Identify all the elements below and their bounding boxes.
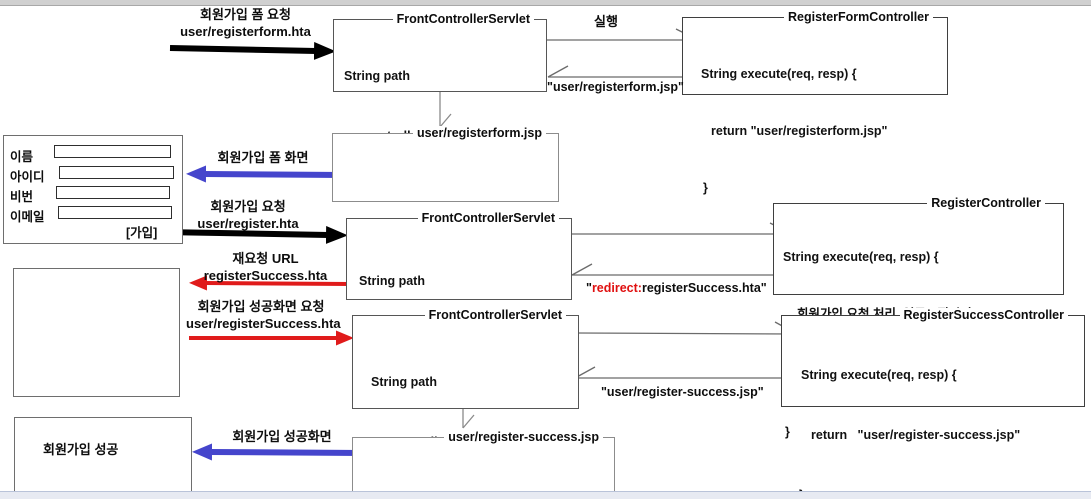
registercontroller-box: RegisterController String execute(req, r… — [773, 196, 1064, 439]
return-arrowhead-fcs2 — [571, 263, 593, 276]
registerform-jsp-box: user/registerform.jsp — [332, 126, 559, 202]
browser-form-window: 이름 아이디 비번 이메일 [가입] — [3, 135, 183, 244]
id-input[interactable] — [59, 166, 174, 179]
code-line: String path — [359, 274, 425, 288]
return-arrowhead-fcs1 — [547, 65, 569, 78]
label-redirect-url: 재요청 URL registerSuccess.hta — [198, 250, 333, 284]
label-line: 회원가입 폼 요청 — [200, 7, 291, 22]
arrow-register-request — [161, 225, 348, 244]
register-success-jsp-box: user/register-success.jsp — [352, 430, 615, 492]
label-return-redirect: "redirect:registerSuccess.hta" — [586, 280, 767, 297]
code-line: String path — [344, 69, 410, 83]
bottom-scrollbar[interactable] — [0, 491, 1091, 499]
box-title-fcs2: FrontControllerServlet — [417, 211, 559, 225]
call-line-fcs3-rsc — [576, 332, 798, 335]
join-button[interactable]: [가입] — [126, 226, 158, 240]
code-line: } — [703, 181, 708, 195]
arrow-redirect-url — [189, 275, 351, 291]
success-message: 회원가입 성공 — [43, 442, 119, 457]
arrow-form-request — [169, 41, 336, 60]
label-success-screen: 회원가입 성공화면 — [232, 429, 332, 444]
label-exec: 실행 — [594, 14, 618, 29]
code-line: String path — [371, 375, 437, 389]
frontcontrollerservlet-box-2: FrontControllerServlet String path = con… — [346, 211, 572, 348]
code-line: return "user/register-success.jsp" — [811, 428, 1021, 442]
label-return-success-jsp: "user/register-success.jsp" — [601, 385, 764, 399]
label-part: " — [586, 281, 592, 295]
box-title-rc: RegisterController — [927, 196, 1045, 210]
registerformcontroller-box: RegisterFormController String execute(re… — [682, 10, 948, 195]
forward-arrowhead-jsp1 — [439, 113, 452, 128]
label-line: user/registerSuccess.hta — [186, 316, 341, 331]
label-line: 회원가입 요청 — [210, 199, 286, 214]
field-label-email: 이메일 — [10, 210, 45, 224]
frontcontrollerservlet-box-3: FrontControllerServlet String path = con… — [352, 308, 579, 449]
code-line: String execute(req, resp) { — [783, 250, 939, 264]
code-line: return "user/registerform.jsp" — [711, 124, 888, 138]
field-label-id: 아이디 — [10, 170, 45, 184]
arrow-success-screen — [192, 443, 363, 461]
email-input[interactable] — [58, 206, 172, 219]
password-input[interactable] — [56, 186, 170, 199]
label-line: 회원가입 성공화면 요청 — [197, 299, 325, 314]
box-title-jsp-form: user/registerform.jsp — [412, 126, 546, 140]
arrow-form-screen — [186, 165, 345, 183]
forward-arrowhead-jsp2 — [462, 414, 475, 429]
top-bar — [0, 0, 1091, 6]
code-line: String execute(req, resp) { — [701, 67, 857, 81]
box-title-jsp-success: user/register-success.jsp — [444, 430, 603, 444]
browser-success-window: 회원가입 성공 — [14, 417, 192, 495]
registersuccesscontroller-box: RegisterSuccessController String execute… — [781, 308, 1085, 499]
box-title-rsc: RegisterSuccessController — [899, 308, 1068, 322]
browser-empty-window — [13, 268, 180, 397]
label-line: user/register.hta — [197, 216, 299, 231]
box-title-fcs3: FrontControllerServlet — [424, 308, 566, 322]
label-part: registerSuccess.hta" — [641, 281, 767, 295]
label-form-request: 회원가입 폼 요청 user/registerform.hta — [158, 6, 333, 40]
label-line: registerSuccess.hta — [203, 268, 328, 283]
label-line: user/registerform.hta — [180, 24, 311, 39]
field-label-pw: 비번 — [10, 190, 34, 204]
box-title-fcs1: FrontControllerServlet — [392, 12, 534, 26]
label-line: 재요청 URL — [232, 251, 299, 266]
label-success-request: 회원가입 성공화면 요청 user/registerSuccess.hta — [186, 298, 341, 332]
name-input[interactable] — [54, 145, 171, 158]
frontcontrollerservlet-box-1: FrontControllerServlet String path = con… — [333, 12, 547, 143]
box-title-rfc: RegisterFormController — [784, 10, 933, 24]
label-redirect-keyword: redirect: — [591, 281, 642, 295]
label-form-screen: 회원가입 폼 화면 — [217, 150, 309, 165]
field-label-name: 이름 — [10, 150, 34, 164]
code-line: String execute(req, resp) { — [801, 368, 957, 382]
label-return-registerform-jsp: "user/registerform.jsp" — [547, 80, 684, 94]
label-register-request: 회원가입 요청 user/register.hta — [188, 198, 308, 232]
code-line: } — [785, 425, 790, 439]
